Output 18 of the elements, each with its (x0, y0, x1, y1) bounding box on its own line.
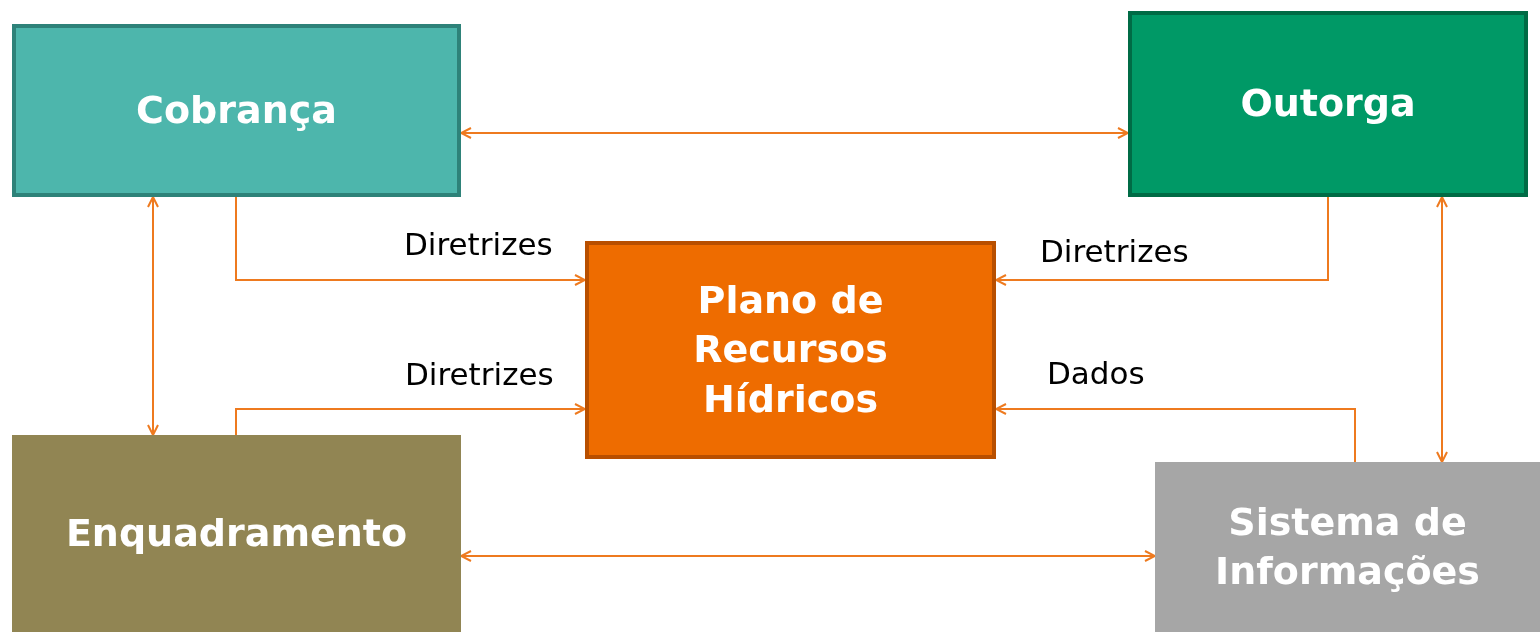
box-label: Sistema de Informações (1214, 498, 1481, 595)
arrow (460, 127, 1129, 139)
process-box (1155, 462, 1540, 632)
arrow (995, 196, 1329, 286)
arrow (235, 196, 586, 286)
box-label: Enquadramento (65, 509, 408, 557)
box-label: Outorga (1240, 80, 1416, 128)
process-box (12, 24, 461, 197)
process-box (1128, 11, 1528, 197)
central-box (585, 241, 996, 459)
process-box (12, 435, 461, 632)
arrow (235, 403, 586, 436)
arrow (995, 403, 1356, 463)
arrow (147, 196, 159, 436)
arrow (1436, 196, 1448, 463)
box-label: Plano de Recursos Hídricos (692, 276, 889, 423)
arrow (460, 550, 1156, 562)
box-label: Cobrança (136, 86, 337, 134)
